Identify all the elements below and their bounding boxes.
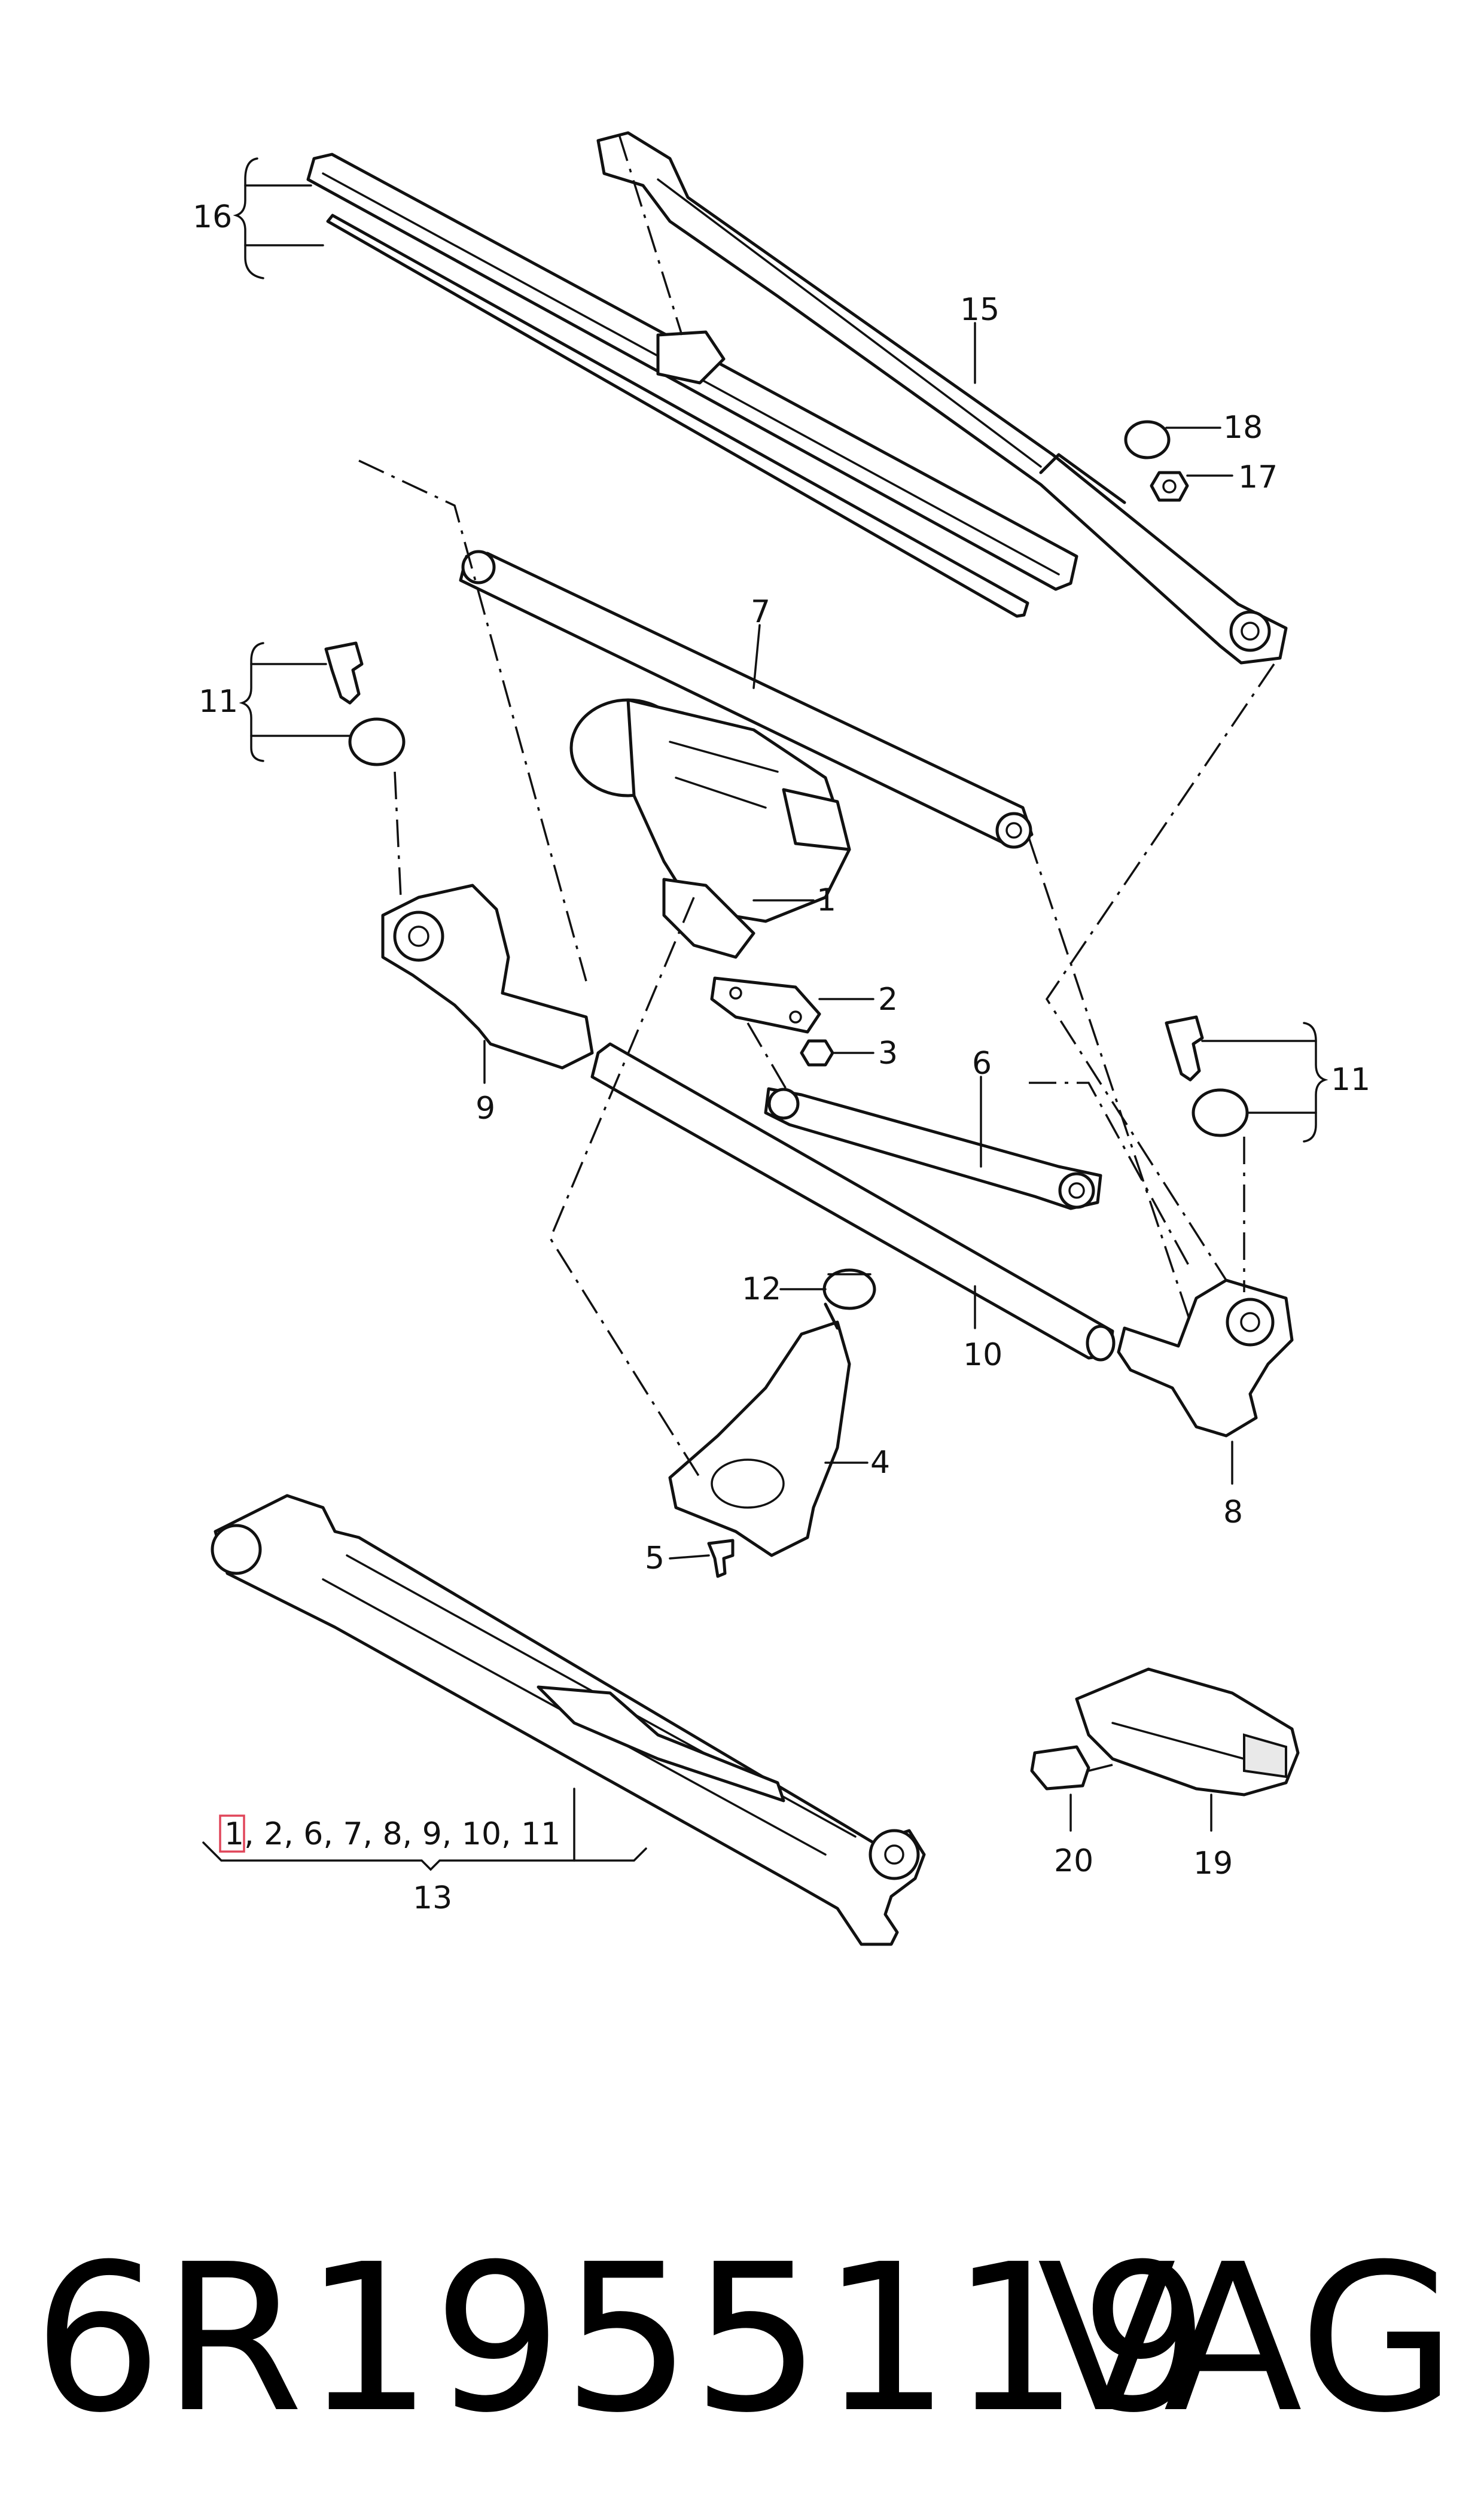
label-3: 3 (878, 1036, 898, 1071)
label-12: 12 (742, 1271, 781, 1307)
label-18: 18 (1223, 410, 1263, 446)
label-2: 2 (878, 982, 898, 1018)
label-1: 1 (816, 882, 836, 918)
nut-17 (1150, 471, 1189, 502)
footer: 6R1955119 VAG (33, 2225, 1456, 2453)
bracket-2 (710, 976, 821, 1034)
highlight-box (219, 1814, 245, 1853)
wiper-motor-1 (569, 698, 851, 959)
label-10: 10 (963, 1337, 1002, 1373)
mounting-bracket-4 (668, 1302, 851, 1557)
wiper-blade-16 (306, 153, 1078, 618)
linkage-rod-7 (459, 550, 1034, 849)
label-5: 5 (645, 1540, 665, 1576)
nut-3 (800, 1039, 834, 1067)
rubber-cap-11-left (324, 641, 406, 766)
connecting-tube-10 (590, 1042, 1116, 1362)
label-6: 6 (972, 1046, 992, 1082)
label-17: 17 (1238, 459, 1278, 495)
pivot-8 (1117, 1278, 1294, 1438)
assembly-note: 1, 2, 6, 7, 8, 9, 10, 11 (224, 1816, 560, 1852)
control-unit-19 (1075, 1667, 1300, 1797)
grommet-12 (822, 1268, 876, 1310)
part-number: 6R1955119 (33, 2221, 1209, 2458)
label-7: 7 (751, 594, 770, 630)
brand: VAG (1037, 2221, 1456, 2458)
wiper-linkage-assembly-13 (211, 1494, 926, 1946)
screw-5 (707, 1539, 735, 1578)
assembly-guide-lines (358, 134, 1275, 1772)
wiper-arm-15 (596, 131, 1288, 665)
assembly-note-rest: , 2, 6, 7, 8, 9, 10, 11 (244, 1816, 560, 1852)
pivot-9 (381, 884, 594, 1070)
label-8: 8 (1223, 1494, 1243, 1530)
callout-leaders (202, 157, 1328, 1871)
assembly-note-first: 1 (224, 1816, 244, 1852)
label-13: 13 (413, 1880, 452, 1916)
label-20: 20 (1054, 1843, 1093, 1879)
exploded-parts-diagram: 16 15 18 17 7 1 2 3 6 9 11 11 12 10 4 8 … (193, 131, 1370, 1946)
label-19: 19 (1193, 1846, 1233, 1881)
label-9: 9 (476, 1091, 495, 1126)
label-11-right: 11 (1331, 1062, 1370, 1098)
cap-18 (1124, 420, 1171, 459)
label-4: 4 (870, 1445, 890, 1481)
connector-20 (1030, 1745, 1090, 1791)
rubber-cap-11-right (1165, 1015, 1249, 1137)
label-16: 16 (193, 199, 232, 235)
label-15: 15 (960, 292, 1000, 328)
callout-labels: 16 15 18 17 7 1 2 3 6 9 11 11 12 10 4 8 … (193, 199, 1370, 1916)
label-11-left: 11 (199, 684, 238, 720)
linkage-6 (764, 1087, 1102, 1210)
